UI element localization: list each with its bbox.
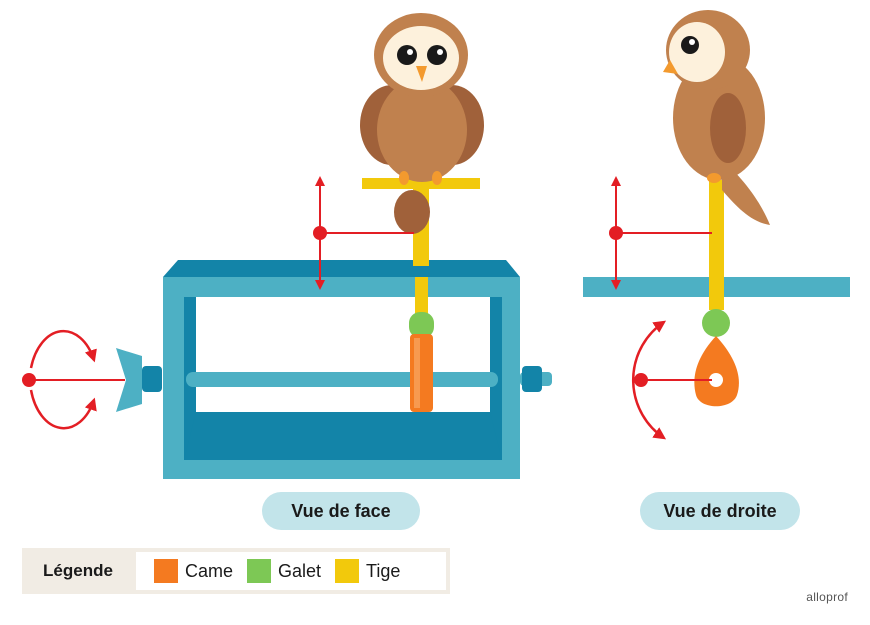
legend-item-tige: Tige [335,559,400,583]
shaft-right-collar [522,366,542,392]
rotation-arrow-side [631,320,667,440]
vertical-motion-dot [313,226,327,240]
owl-platform [362,178,480,189]
legend-swatch-came [154,559,178,583]
legend-swatch-tige [335,559,360,583]
legend-label-came: Came [185,560,234,581]
legend-label-galet: Galet [278,560,322,581]
rotation-arrow-bottom [29,389,97,430]
legend-title: Légende [43,561,113,580]
cam-front [410,334,433,412]
cam-side [694,336,739,407]
front-view-label: Vue de face [262,492,420,530]
brand-logo: alloprof [806,590,848,604]
legend-items: Came Galet Tige [136,552,446,590]
owl-eye-left [397,45,417,65]
legend-item-came: Came [154,559,233,583]
follower-rod-side [709,180,724,310]
cam-pivot-side [709,373,723,387]
box-floor [184,412,502,460]
rotation-dot-side [634,373,648,387]
legend: Légende Came Galet Tige [22,548,450,594]
front-view [22,13,552,479]
legend-label-tige: Tige [366,560,401,581]
owl-side-eye [681,36,699,54]
roller-side [702,309,730,337]
cam-front-highlight [414,338,420,408]
legend-swatch-galet [247,559,272,583]
owl-beak [416,66,427,82]
box-top-lid [163,260,520,277]
roller-front [409,312,434,338]
shaft-left-collar [142,366,162,392]
right-view-label: Vue de droite [640,492,800,530]
camshaft [186,372,498,387]
rotation-dot-front [22,373,36,387]
crank-handle [116,348,142,412]
rotation-arrow-top [29,329,97,369]
owl-side-beak [663,60,678,74]
owl-eye-right [427,45,447,65]
owl-side [663,10,770,225]
right-view [583,10,850,440]
legend-item-galet: Galet [247,559,321,583]
vertical-dot-side [609,226,623,240]
owl-front [360,13,484,234]
follower-rod-lower [415,277,428,315]
